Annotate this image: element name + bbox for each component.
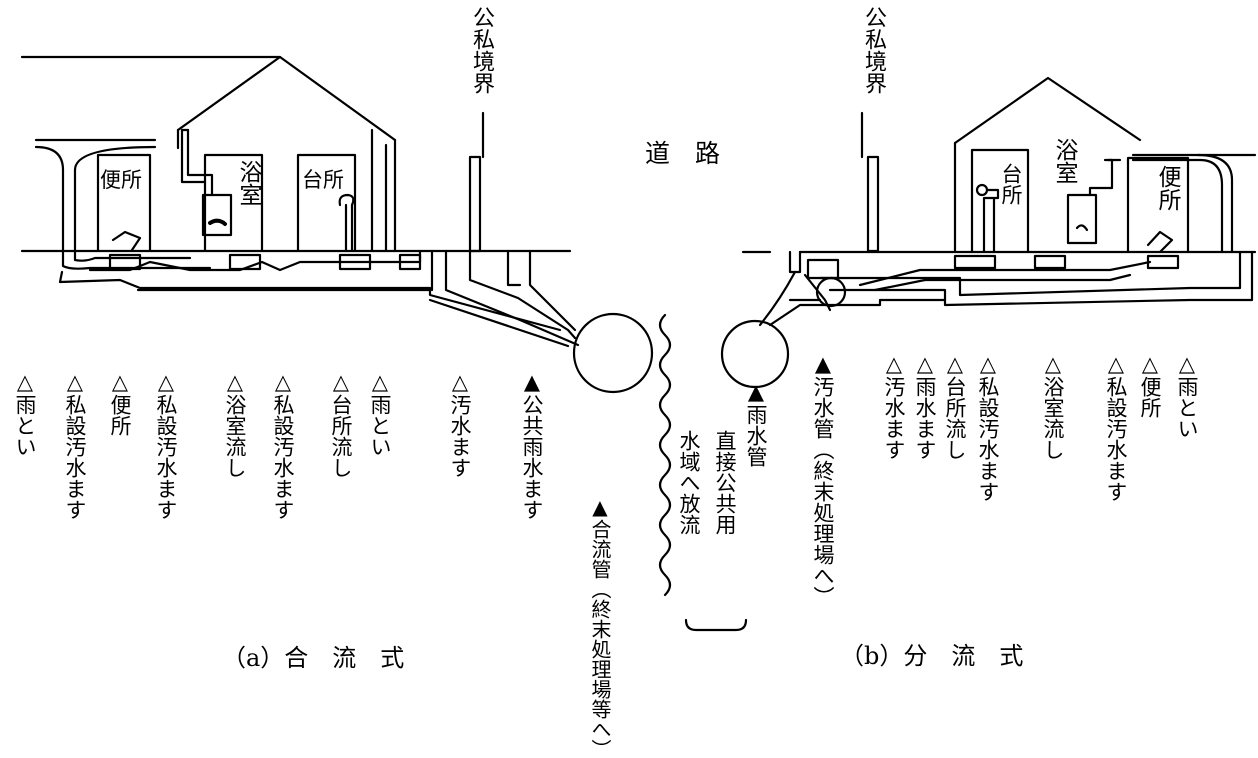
sewer-pipe-label: ▲汚水管（終末処理場へ） xyxy=(811,352,835,607)
right-label: △浴室流し xyxy=(1041,352,1065,460)
left-label: △浴室流し xyxy=(223,370,247,478)
road-label: 道 路 xyxy=(645,139,721,168)
left-label: △雨とい xyxy=(368,370,392,457)
left-label: △私設汚水ます xyxy=(63,370,87,520)
left-label: △汚水ます xyxy=(448,370,472,478)
right-label: △便所 xyxy=(1138,352,1162,418)
right-label: △雨とい xyxy=(1175,352,1199,439)
left-label: △便所 xyxy=(108,370,132,436)
discharge-text-2: 水域へ放流 xyxy=(677,430,701,535)
left-room-toilet: 便所 xyxy=(100,168,142,192)
right-boundary-label: 公私境界 xyxy=(861,6,886,94)
left-label: △私設汚水ます xyxy=(271,370,295,520)
right-room-bath: 浴室 xyxy=(1051,138,1077,184)
left-label: ▲公共雨水ます xyxy=(520,370,544,520)
right-room-toilet: 便所 xyxy=(1154,165,1180,211)
right-label: △私設汚水ます xyxy=(1104,352,1128,502)
right-label: △雨水ます xyxy=(913,352,937,460)
right-room-kitchen: 台所 xyxy=(999,163,1023,205)
water-boundary xyxy=(658,313,672,597)
right-label: △汚水ます xyxy=(882,352,906,460)
left-room-kitchen: 台所 xyxy=(302,168,344,192)
caption-separate: （b）分 流 式 xyxy=(840,642,1024,670)
caption-combined: （a）合 流 式 xyxy=(222,644,405,672)
discharge-bracket xyxy=(684,618,748,632)
right-label: △私設汚水ます xyxy=(976,352,1000,502)
left-label: △雨とい xyxy=(13,370,37,457)
left-house xyxy=(20,55,654,394)
left-label: △台所流し xyxy=(329,370,353,478)
right-house xyxy=(720,76,1257,389)
left-boundary-label: 公私境界 xyxy=(469,6,494,94)
combined-pipe-label: ▲合流管（終末処理場等へ） xyxy=(588,495,612,758)
discharge-text-1: 直接公共用 xyxy=(713,430,737,535)
left-room-bath: 浴室 xyxy=(235,160,261,206)
left-label: △私設汚水ます xyxy=(154,370,178,520)
right-label: △台所流し xyxy=(943,352,967,460)
rain-pipe-label: ▲雨水管 xyxy=(744,380,768,467)
